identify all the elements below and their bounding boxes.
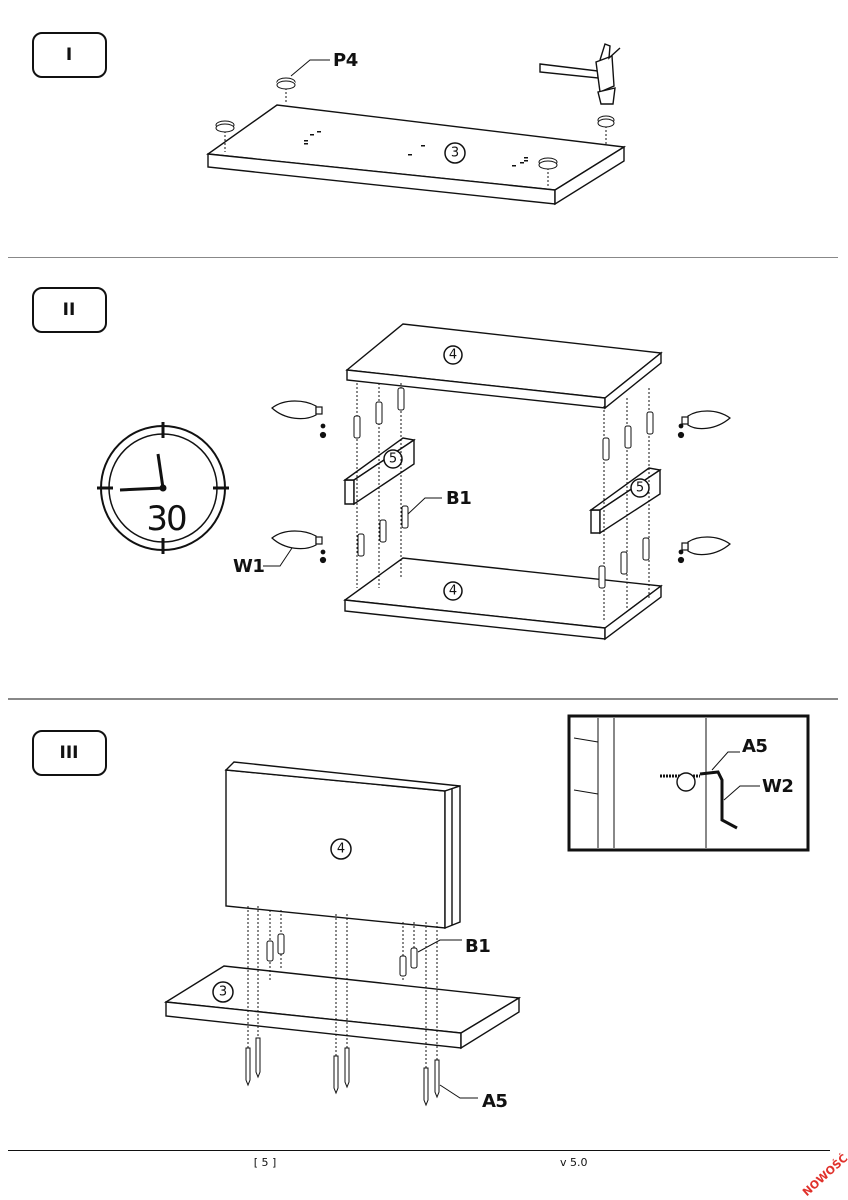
step-1-badge: I (32, 32, 107, 78)
dowels-and-screws (245, 906, 440, 1107)
svg-text:4: 4 (449, 348, 457, 363)
svg-text:3: 3 (451, 146, 459, 161)
svg-text:5: 5 (636, 481, 644, 496)
svg-text:5: 5 (389, 452, 397, 467)
dowels-b1 (353, 383, 654, 620)
panel-4-top-marker: 4 (443, 345, 463, 365)
panel-4-bottom-marker: 4 (443, 581, 463, 601)
b1-label: B1 (446, 488, 471, 509)
detail-inset: A5 W2 (567, 714, 810, 852)
panel-3-board-step3 (163, 965, 522, 1050)
panel-3-board (206, 104, 627, 206)
svg-text:4: 4 (449, 584, 457, 599)
panel-5-right-marker: 5 (630, 478, 650, 498)
step-3-label: III (60, 743, 79, 763)
clock-icon (97, 422, 229, 554)
step-1-diagram: I 3 P4 (8, 32, 838, 258)
screw-and-wrench (660, 770, 738, 830)
panel-4-top (345, 323, 663, 410)
page-number: [ 5 ] (253, 1156, 277, 1169)
b1-callout-step3: B1 (417, 936, 491, 957)
w1-label: W1 (233, 556, 264, 577)
w2-label: W2 (762, 776, 793, 797)
p4-callout: P4 (290, 50, 358, 77)
a5-callout-step3: A5 (439, 1084, 508, 1112)
step-3-diagram: III 4 3 (32, 714, 810, 1112)
a5-label-inset: A5 (742, 736, 767, 757)
b1-label-step3: B1 (465, 936, 490, 957)
svg-text:3: 3 (219, 985, 227, 1000)
panel-4-assembly-marker: 4 (330, 838, 352, 860)
panel-4-bottom (343, 557, 663, 641)
svg-text:4: 4 (337, 842, 345, 857)
footer-divider (8, 1150, 830, 1151)
step-3-badge: III (32, 730, 107, 776)
clock-minutes: 30 (146, 499, 186, 539)
step-2-label: II (63, 300, 76, 320)
step-2-diagram: II 30 4 4 5 (8, 287, 838, 700)
panel-3-marker-step3: 3 (212, 981, 234, 1003)
panel-5-left-marker: 5 (383, 449, 403, 469)
step-2-badge: II (32, 287, 107, 333)
panel-4-assembly (224, 761, 461, 930)
glue-bottle-icon (271, 400, 731, 564)
step-1-label: I (66, 45, 72, 65)
new-badge: NOWOŚĆ (799, 1151, 848, 1199)
p4-label: P4 (333, 50, 358, 71)
version-label: v 5.0 (560, 1156, 588, 1169)
hammer-icon (539, 43, 621, 105)
dowel-holes (304, 131, 528, 167)
panel-5-right (588, 467, 662, 535)
w1-callout: W1 (233, 547, 293, 577)
b1-callout: B1 (407, 488, 472, 515)
panel-3-marker: 3 (444, 142, 466, 164)
a5-label-step3: A5 (482, 1091, 507, 1112)
foot-pads-p4 (215, 77, 615, 188)
